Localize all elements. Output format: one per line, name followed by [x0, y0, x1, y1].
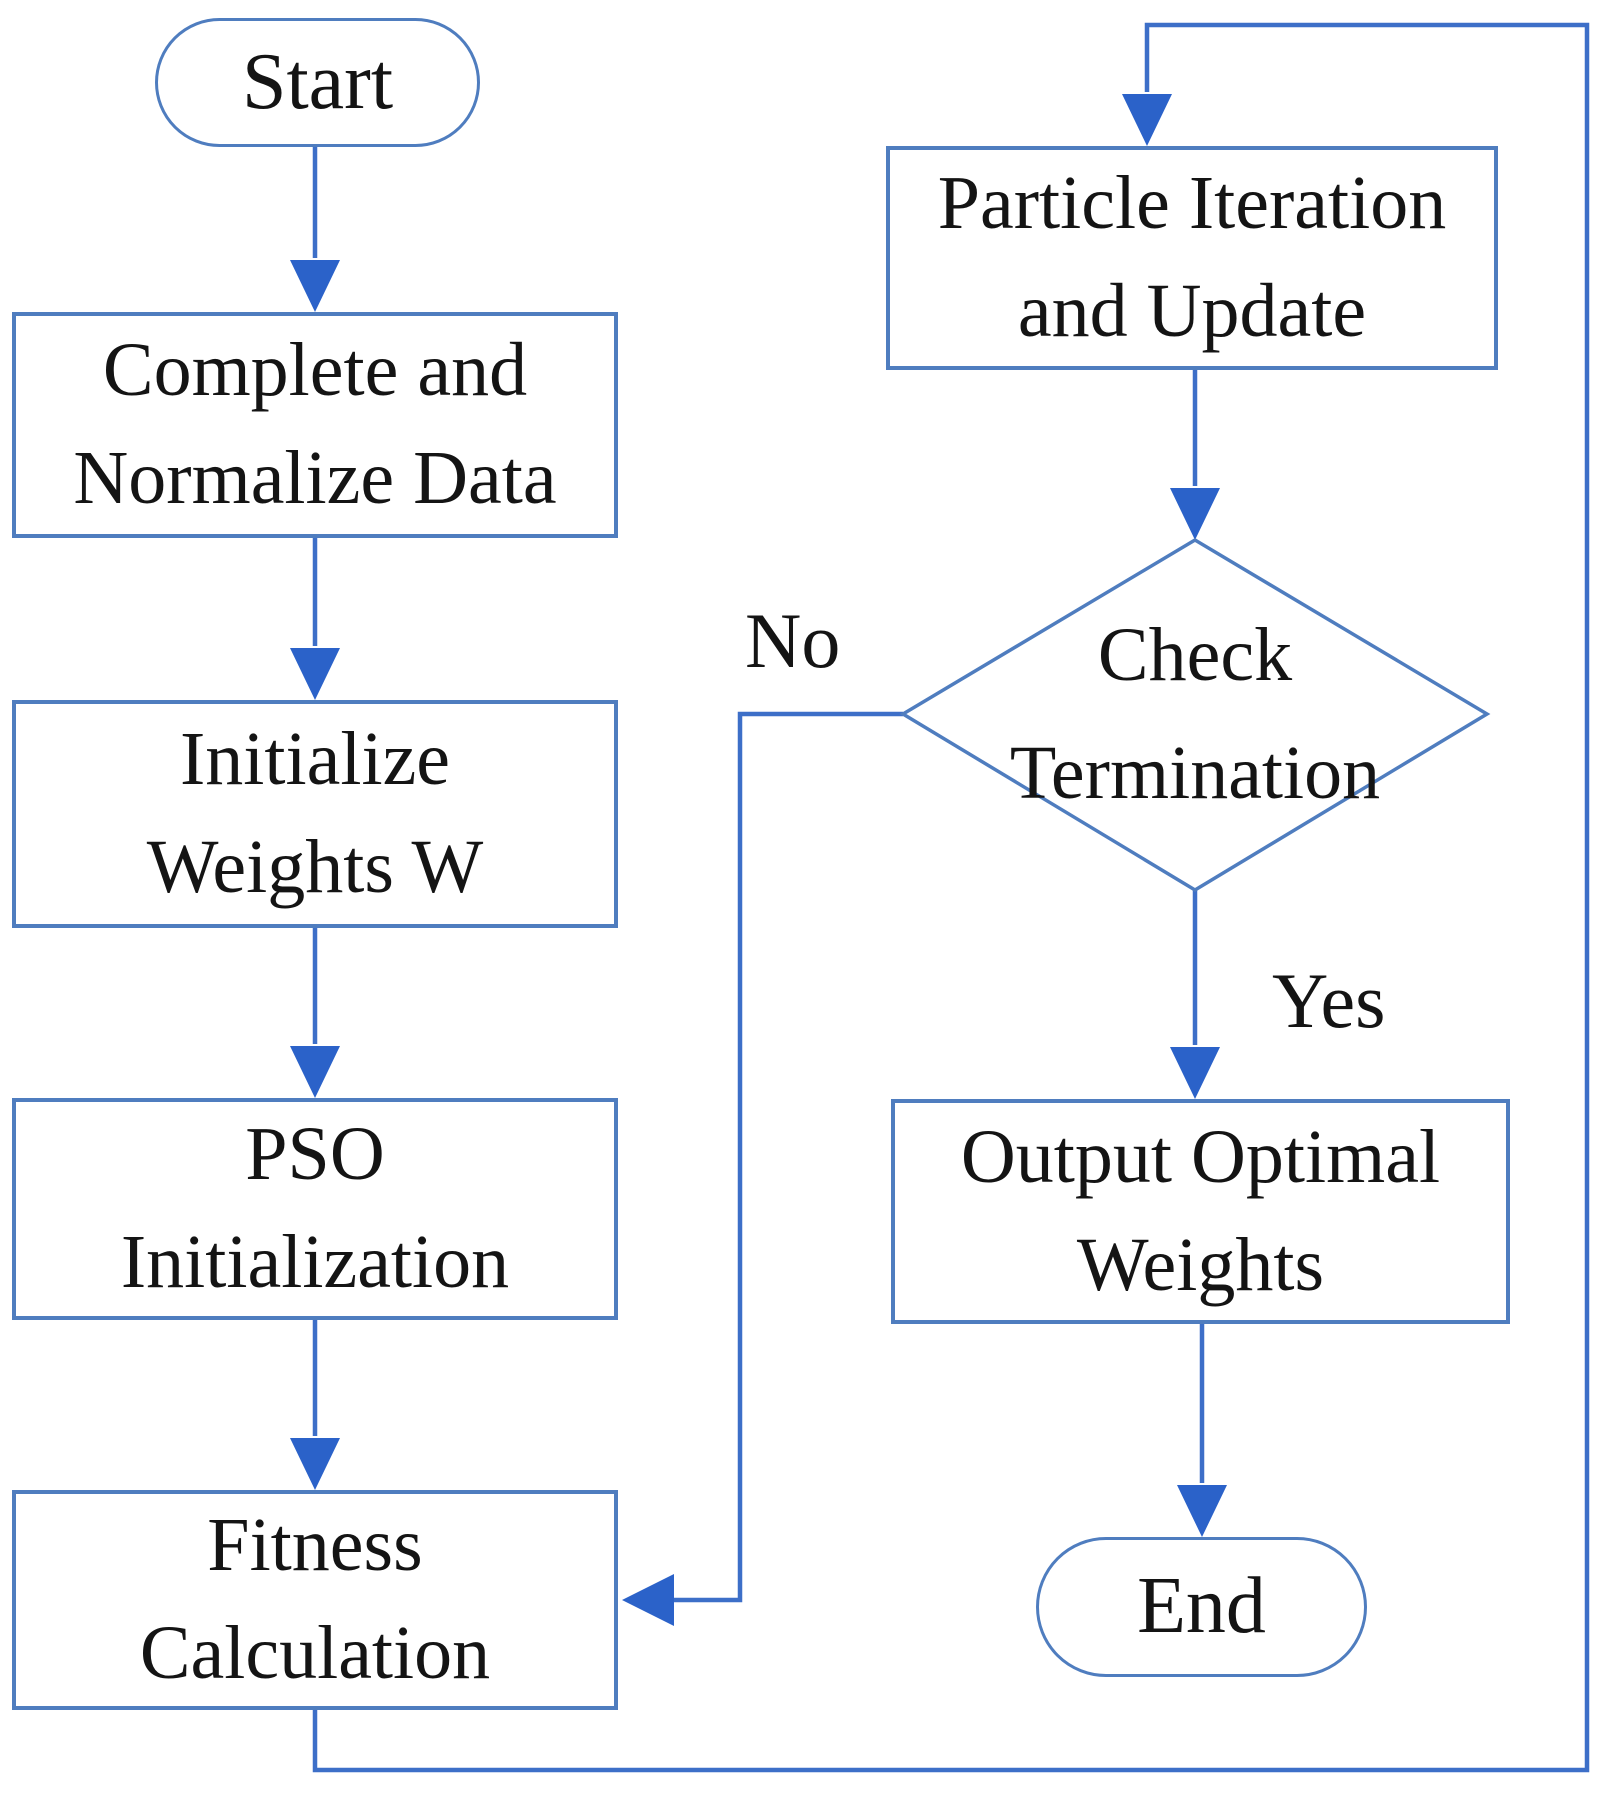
node-initialize-line2: Weights W: [146, 825, 484, 909]
node-output-line2: Weights: [1076, 1222, 1325, 1307]
check-termination-diamond-shape: [899, 537, 1491, 893]
node-output-line1: Output Optimal: [960, 1114, 1441, 1199]
node-pso-line1: PSO: [245, 1112, 385, 1197]
node-particle-line2: and Update: [1017, 269, 1367, 353]
node-check-termination: Check Termination: [903, 560, 1487, 870]
arrowhead-pso-fitness-icon: [290, 1438, 340, 1490]
node-start: Start: [155, 18, 480, 147]
arrowhead-initialize-pso-icon: [290, 1046, 340, 1098]
node-complete-line2: Normalize Data: [73, 436, 557, 520]
arrowhead-yes-output-icon: [1170, 1047, 1220, 1099]
edge-check-no-fitness: [674, 711, 903, 1603]
node-check-line1: Check: [1097, 613, 1293, 698]
node-complete-line1: Complete and: [102, 328, 528, 413]
arrowhead-start-complete-icon: [290, 260, 340, 312]
node-end-label: End: [1137, 1562, 1266, 1651]
arrowhead-no-fitness-icon: [622, 1574, 674, 1626]
node-output-optimal-weights: Output Optimal Weights: [891, 1099, 1510, 1324]
node-particle-iteration-update: Particle Iteration and Update: [886, 146, 1498, 370]
edge-fitness-loop-particle: [312, 22, 1590, 1773]
node-pso-line2: Initialization: [120, 1220, 510, 1304]
edge-label-yes: Yes: [1272, 957, 1386, 1044]
node-complete-normalize-data: Complete and Normalize Data: [12, 312, 618, 538]
node-pso-initialization: PSO Initialization: [12, 1098, 618, 1320]
node-fitness-line1: Fitness: [207, 1503, 423, 1588]
arrowhead-complete-initialize-icon: [290, 648, 340, 700]
node-fitness-line2: Calculation: [139, 1611, 491, 1695]
node-start-label: Start: [241, 37, 394, 126]
arrowhead-loop-particle-icon: [1122, 94, 1172, 146]
node-particle-line1: Particle Iteration: [937, 161, 1447, 246]
arrowhead-particle-check-icon: [1170, 488, 1220, 540]
node-initialize-weights: Initialize Weights W: [12, 700, 618, 928]
node-end: End: [1036, 1537, 1367, 1677]
edge-label-no: No: [745, 597, 841, 684]
node-initialize-line1: Initialize: [179, 717, 451, 802]
node-fitness-calculation: Fitness Calculation: [12, 1490, 618, 1710]
arrowhead-output-end-icon: [1177, 1485, 1227, 1537]
node-check-line2: Termination: [1009, 731, 1381, 815]
